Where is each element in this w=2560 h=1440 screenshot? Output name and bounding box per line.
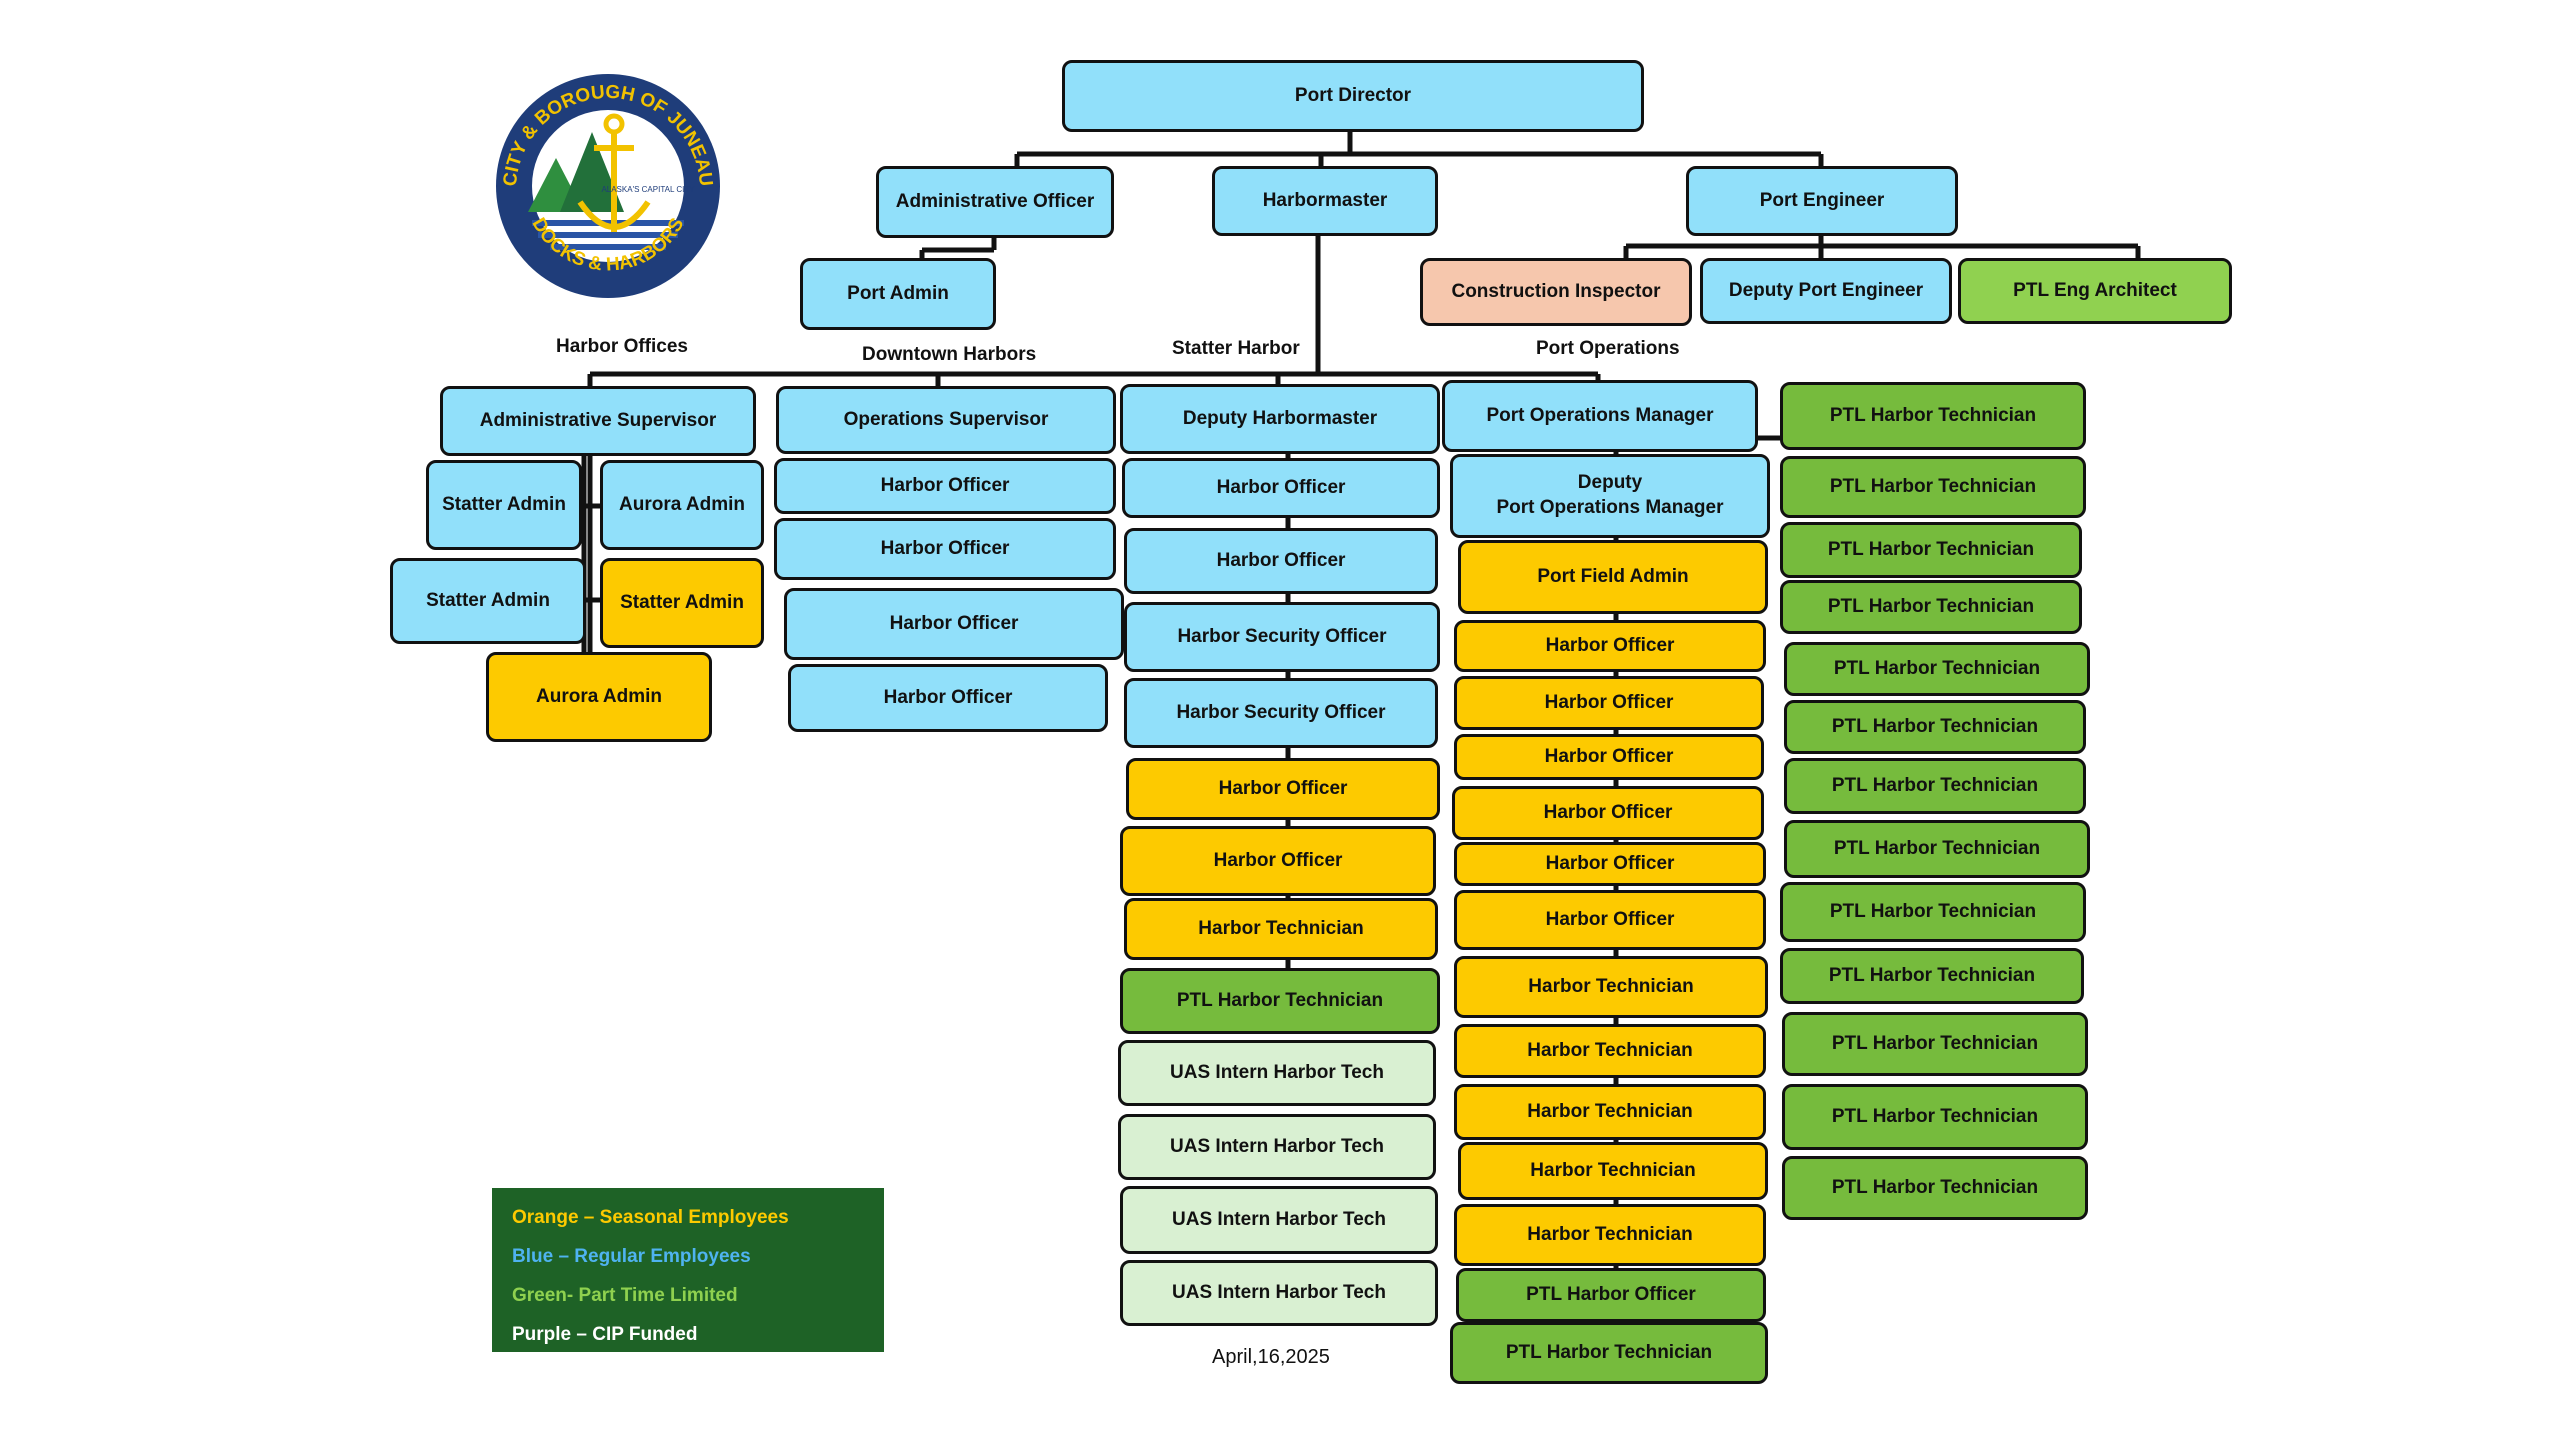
harbor-technician-seasonal-box[interactable]: Harbor Technician [1454, 1084, 1766, 1140]
port-engineer-box[interactable]: Port Engineer [1686, 166, 1958, 236]
statter-admin-box[interactable]: Statter Admin [426, 460, 582, 550]
uas-intern-harbor-tech-box[interactable]: UAS Intern Harbor Tech [1118, 1040, 1436, 1106]
ptl-harbor-technician-box[interactable]: PTL Harbor Technician [1780, 522, 2082, 578]
legend-blue: Blue – Regular Employees [512, 1246, 751, 1267]
aurora-admin-box[interactable]: Aurora Admin [600, 460, 764, 550]
ptl-eng-architect-box[interactable]: PTL Eng Architect [1958, 258, 2232, 324]
harbor-officer-seasonal-box[interactable]: Harbor Officer [1454, 734, 1764, 780]
construction-inspector-box[interactable]: Construction Inspector [1420, 258, 1692, 326]
harbor-officer-box[interactable]: Harbor Officer [788, 664, 1108, 732]
ptl-harbor-officer-box[interactable]: PTL Harbor Officer [1456, 1268, 1766, 1322]
ptl-harbor-technician-box[interactable]: PTL Harbor Technician [1784, 758, 2086, 814]
uas-intern-harbor-tech-box[interactable]: UAS Intern Harbor Tech [1118, 1114, 1436, 1180]
port-field-admin-box[interactable]: Port Field Admin [1458, 540, 1768, 614]
harbor-officer-box[interactable]: Harbor Officer [784, 588, 1124, 660]
harbor-officer-seasonal-box[interactable]: Harbor Officer [1120, 826, 1436, 896]
legend: Orange – Seasonal Employees Blue – Regul… [492, 1188, 884, 1352]
ptl-harbor-technician-box[interactable]: PTL Harbor Technician [1120, 968, 1440, 1034]
harbor-security-officer-box[interactable]: Harbor Security Officer [1124, 678, 1438, 748]
harbor-security-officer-box[interactable]: Harbor Security Officer [1124, 602, 1440, 672]
ptl-harbor-technician-box[interactable]: PTL Harbor Technician [1450, 1322, 1768, 1384]
ptl-harbor-technician-box[interactable]: PTL Harbor Technician [1780, 882, 2086, 942]
deputy-port-operations-manager-box[interactable]: Deputy Port Operations Manager [1450, 454, 1770, 538]
harbor-officer-seasonal-box[interactable]: Harbor Officer [1454, 890, 1766, 950]
statter-admin-box[interactable]: Statter Admin [390, 558, 586, 644]
ptl-harbor-technician-box[interactable]: PTL Harbor Technician [1782, 1156, 2088, 1220]
group-label-statter-harbor: Statter Harbor [1172, 338, 1300, 359]
legend-purple: Purple – CIP Funded [512, 1324, 698, 1345]
deputy-port-engineer-box[interactable]: Deputy Port Engineer [1700, 258, 1952, 324]
harbor-officer-box[interactable]: Harbor Officer [1122, 458, 1440, 518]
ptl-harbor-technician-box[interactable]: PTL Harbor Technician [1780, 382, 2086, 450]
logo: CITY & BOROUGH OF JUNEAU DOCKS & HARBORS… [488, 72, 728, 305]
logo-inner-text: ALASKA'S CAPITAL CITY [601, 185, 695, 194]
juneau-docks-harbors-seal: CITY & BOROUGH OF JUNEAU DOCKS & HARBORS… [496, 74, 720, 298]
administrative-officer-box[interactable]: Administrative Officer [876, 166, 1114, 238]
deputy-title-line: Port Operations Manager [1496, 497, 1724, 518]
harbor-officer-box[interactable]: Harbor Officer [774, 518, 1116, 580]
uas-intern-harbor-tech-box[interactable]: UAS Intern Harbor Tech [1120, 1260, 1438, 1326]
group-label-downtown-harbors: Downtown Harbors [862, 344, 1037, 365]
legend-green: Green- Part Time Limited [512, 1285, 738, 1306]
harbor-technician-seasonal-box[interactable]: Harbor Technician [1454, 956, 1768, 1018]
ptl-harbor-technician-box[interactable]: PTL Harbor Technician [1782, 1012, 2088, 1076]
harbor-officer-seasonal-box[interactable]: Harbor Officer [1452, 786, 1764, 840]
ptl-harbor-technician-box[interactable]: PTL Harbor Technician [1780, 456, 2086, 518]
harbor-officer-box[interactable]: Harbor Officer [1124, 528, 1438, 594]
harbor-technician-seasonal-box[interactable]: Harbor Technician [1124, 898, 1438, 960]
uas-intern-harbor-tech-box[interactable]: UAS Intern Harbor Tech [1120, 1186, 1438, 1254]
group-label-port-operations: Port Operations [1536, 338, 1680, 359]
harbor-technician-seasonal-box[interactable]: Harbor Technician [1454, 1204, 1766, 1266]
harbormaster-box[interactable]: Harbormaster [1212, 166, 1438, 236]
administrative-supervisor-box[interactable]: Administrative Supervisor [440, 386, 756, 456]
port-admin-box[interactable]: Port Admin [800, 258, 996, 330]
harbor-officer-box[interactable]: Harbor Officer [774, 458, 1116, 514]
ptl-harbor-technician-box[interactable]: PTL Harbor Technician [1780, 580, 2082, 634]
harbor-officer-seasonal-box[interactable]: Harbor Officer [1454, 842, 1766, 886]
statter-admin-seasonal-box[interactable]: Statter Admin [600, 558, 764, 648]
ptl-harbor-technician-box[interactable]: PTL Harbor Technician [1784, 820, 2090, 878]
group-label-harbor-offices: Harbor Offices [556, 336, 688, 357]
ptl-harbor-technician-box[interactable]: PTL Harbor Technician [1780, 948, 2084, 1004]
ptl-harbor-technician-box[interactable]: PTL Harbor Technician [1784, 700, 2086, 754]
ptl-harbor-technician-box[interactable]: PTL Harbor Technician [1784, 642, 2090, 696]
operations-supervisor-box[interactable]: Operations Supervisor [776, 386, 1116, 454]
deputy-harbormaster-box[interactable]: Deputy Harbormaster [1120, 384, 1440, 454]
harbor-officer-seasonal-box[interactable]: Harbor Officer [1454, 676, 1764, 730]
legend-orange: Orange – Seasonal Employees [512, 1207, 789, 1228]
harbor-officer-seasonal-box[interactable]: Harbor Officer [1126, 758, 1440, 820]
harbor-technician-seasonal-box[interactable]: Harbor Technician [1454, 1024, 1766, 1078]
harbor-officer-seasonal-box[interactable]: Harbor Officer [1454, 620, 1766, 672]
deputy-title-line: Deputy [1577, 472, 1643, 494]
port-director-box[interactable]: Port Director [1062, 60, 1644, 132]
aurora-admin-seasonal-box[interactable]: Aurora Admin [486, 652, 712, 742]
ptl-harbor-technician-box[interactable]: PTL Harbor Technician [1782, 1084, 2088, 1150]
port-operations-manager-box[interactable]: Port Operations Manager [1442, 380, 1758, 452]
harbor-technician-seasonal-box[interactable]: Harbor Technician [1458, 1142, 1768, 1200]
date-label: April,16,2025 [1212, 1346, 1330, 1368]
